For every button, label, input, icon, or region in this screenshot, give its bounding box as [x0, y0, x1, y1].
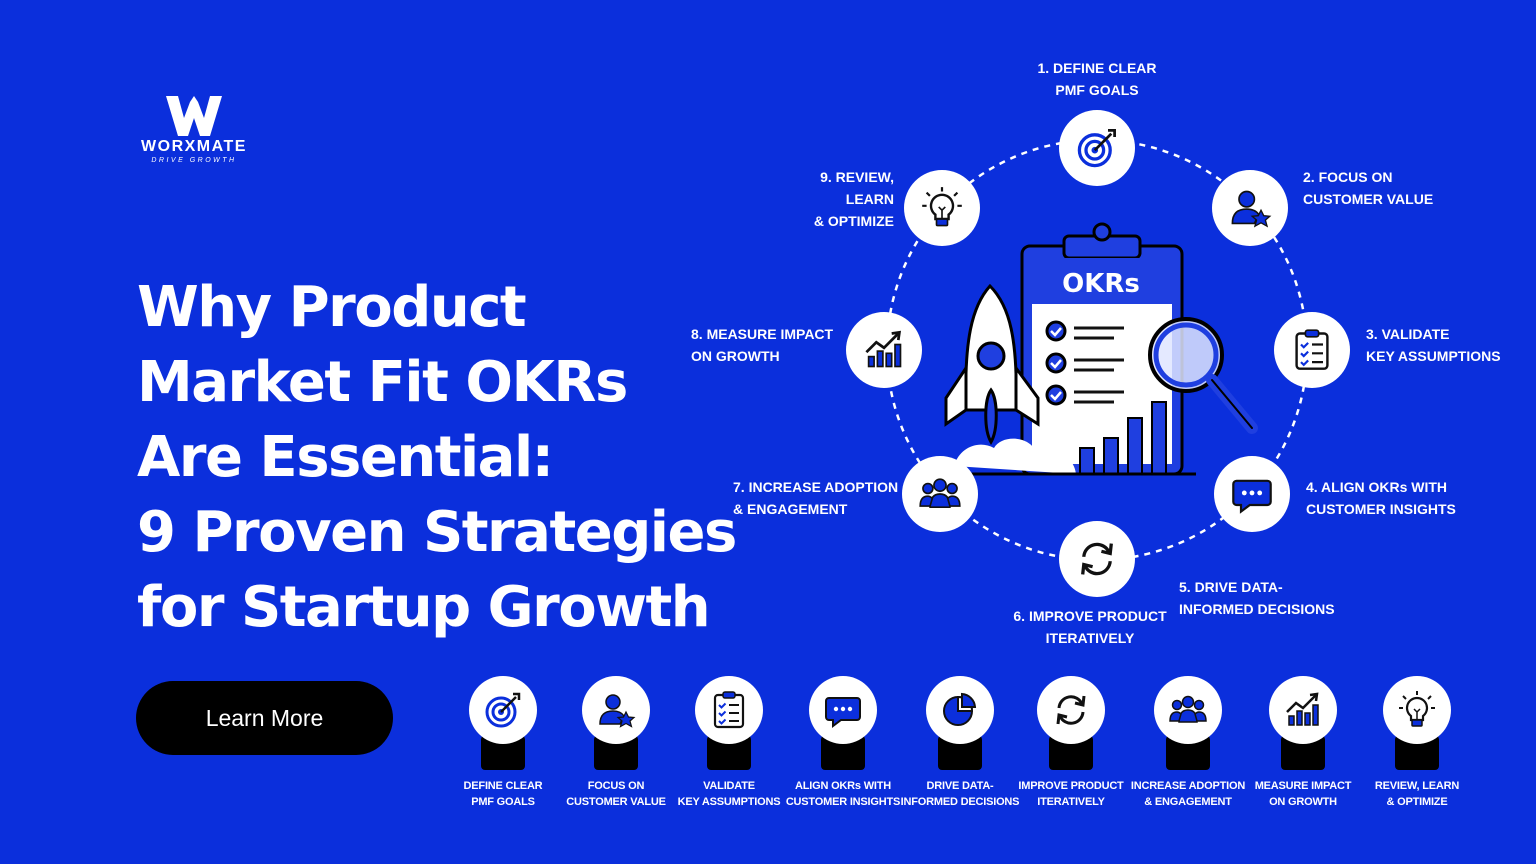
- headline-line-3: Are Essential:: [137, 425, 554, 490]
- bottom-item-label: VALIDATE KEY ASSUMPTIONS: [677, 780, 781, 808]
- bottom-item-label: INCREASE ADOPTION & ENGAGEMENT: [1130, 780, 1246, 808]
- bottom-item-label: DEFINE CLEAR PMF GOALS: [463, 780, 543, 808]
- step-8-icon-circle[interactable]: [846, 312, 922, 388]
- step-9-label: 9. REVIEW, LEARN & OPTIMIZE: [813, 169, 894, 229]
- pie-chart-icon: [940, 690, 980, 730]
- bottom-item-8[interactable]: MEASURE IMPACT ON GROWTH: [1243, 676, 1363, 810]
- step-3-icon-circle[interactable]: [1274, 312, 1350, 388]
- bottom-item-label: FOCUS ON CUSTOMER VALUE: [566, 780, 666, 808]
- step-6-label: 6. IMPROVE PRODUCT ITERATIVELY: [1013, 608, 1167, 646]
- step-5-label: 5. DRIVE DATA- INFORMED DECISIONS: [1179, 579, 1335, 617]
- bottom-item-label: REVIEW, LEARN & OPTIMIZE: [1374, 780, 1460, 808]
- lightbulb-icon: [1397, 690, 1437, 730]
- step-4-icon-circle[interactable]: [1214, 456, 1290, 532]
- bottom-item-2[interactable]: FOCUS ON CUSTOMER VALUE: [556, 676, 676, 810]
- learn-more-button[interactable]: Learn More: [136, 681, 393, 755]
- bottom-item-label: MEASURE IMPACT ON GROWTH: [1254, 780, 1352, 808]
- bottom-item-label: ALIGN OKRs WITH CUSTOMER INSIGHTS: [785, 780, 901, 808]
- refresh-icon: [1051, 690, 1091, 730]
- step-1-label: 1. DEFINE CLEAR PMF GOALS: [1037, 60, 1157, 98]
- headline-line-5: for Startup Growth: [137, 575, 711, 640]
- checklist-icon: [709, 690, 749, 730]
- brand-tagline: DRIVE GROWTH: [151, 157, 237, 164]
- brand-name: WORXMATE: [141, 138, 247, 155]
- step-8-label: 8. MEASURE IMPACT ON GROWTH: [691, 326, 834, 364]
- bottom-item-label: DRIVE DATA- INFORMED DECISIONS: [900, 780, 1020, 808]
- bottom-item-label: IMPROVE PRODUCT ITERATIVELY: [1018, 780, 1124, 808]
- target-icon: [483, 690, 523, 730]
- worxmate-logo-mark: [166, 96, 222, 136]
- step-6-icon-circle[interactable]: [1059, 521, 1135, 597]
- bottom-item-7[interactable]: INCREASE ADOPTION & ENGAGEMENT: [1128, 676, 1248, 810]
- headline-line-2: Market Fit OKRs: [137, 350, 628, 415]
- headline-line-1: Why Product: [137, 275, 527, 340]
- chat-icon: [823, 690, 863, 730]
- page-title: Why Product Market Fit OKRs Are Essentia…: [137, 270, 737, 645]
- headline-line-4: 9 Proven Strategies: [137, 500, 737, 565]
- bottom-item-4[interactable]: ALIGN OKRs WITH CUSTOMER INSIGHTS: [783, 676, 903, 810]
- bottom-item-6[interactable]: IMPROVE PRODUCT ITERATIVELY: [1011, 676, 1131, 810]
- group-icon: [1168, 690, 1208, 730]
- bottom-item-3[interactable]: VALIDATE KEY ASSUMPTIONS: [669, 676, 789, 810]
- bottom-item-1[interactable]: DEFINE CLEAR PMF GOALS: [443, 676, 563, 810]
- step-7-icon-circle[interactable]: [902, 456, 978, 532]
- brand-logo[interactable]: WORXMATE DRIVE GROWTH: [132, 96, 256, 164]
- step-7-label: 7. INCREASE ADOPTION & ENGAGEMENT: [733, 479, 899, 517]
- step-2-label: 2. FOCUS ON CUSTOMER VALUE: [1303, 169, 1434, 207]
- step-2-icon-circle[interactable]: [1212, 170, 1288, 246]
- user-star-icon: [596, 690, 636, 730]
- step-3-label: 3. VALIDATE KEY ASSUMPTIONS: [1366, 326, 1501, 364]
- growth-chart-icon: [1283, 690, 1323, 730]
- bottom-item-9[interactable]: REVIEW, LEARN & OPTIMIZE: [1357, 676, 1477, 810]
- step-1-icon-circle[interactable]: [1059, 110, 1135, 186]
- step-4-label: 4. ALIGN OKRs WITH CUSTOMER INSIGHTS: [1306, 479, 1456, 517]
- step-9-icon-circle[interactable]: [904, 170, 980, 246]
- bottom-item-5[interactable]: DRIVE DATA- INFORMED DECISIONS: [896, 676, 1024, 810]
